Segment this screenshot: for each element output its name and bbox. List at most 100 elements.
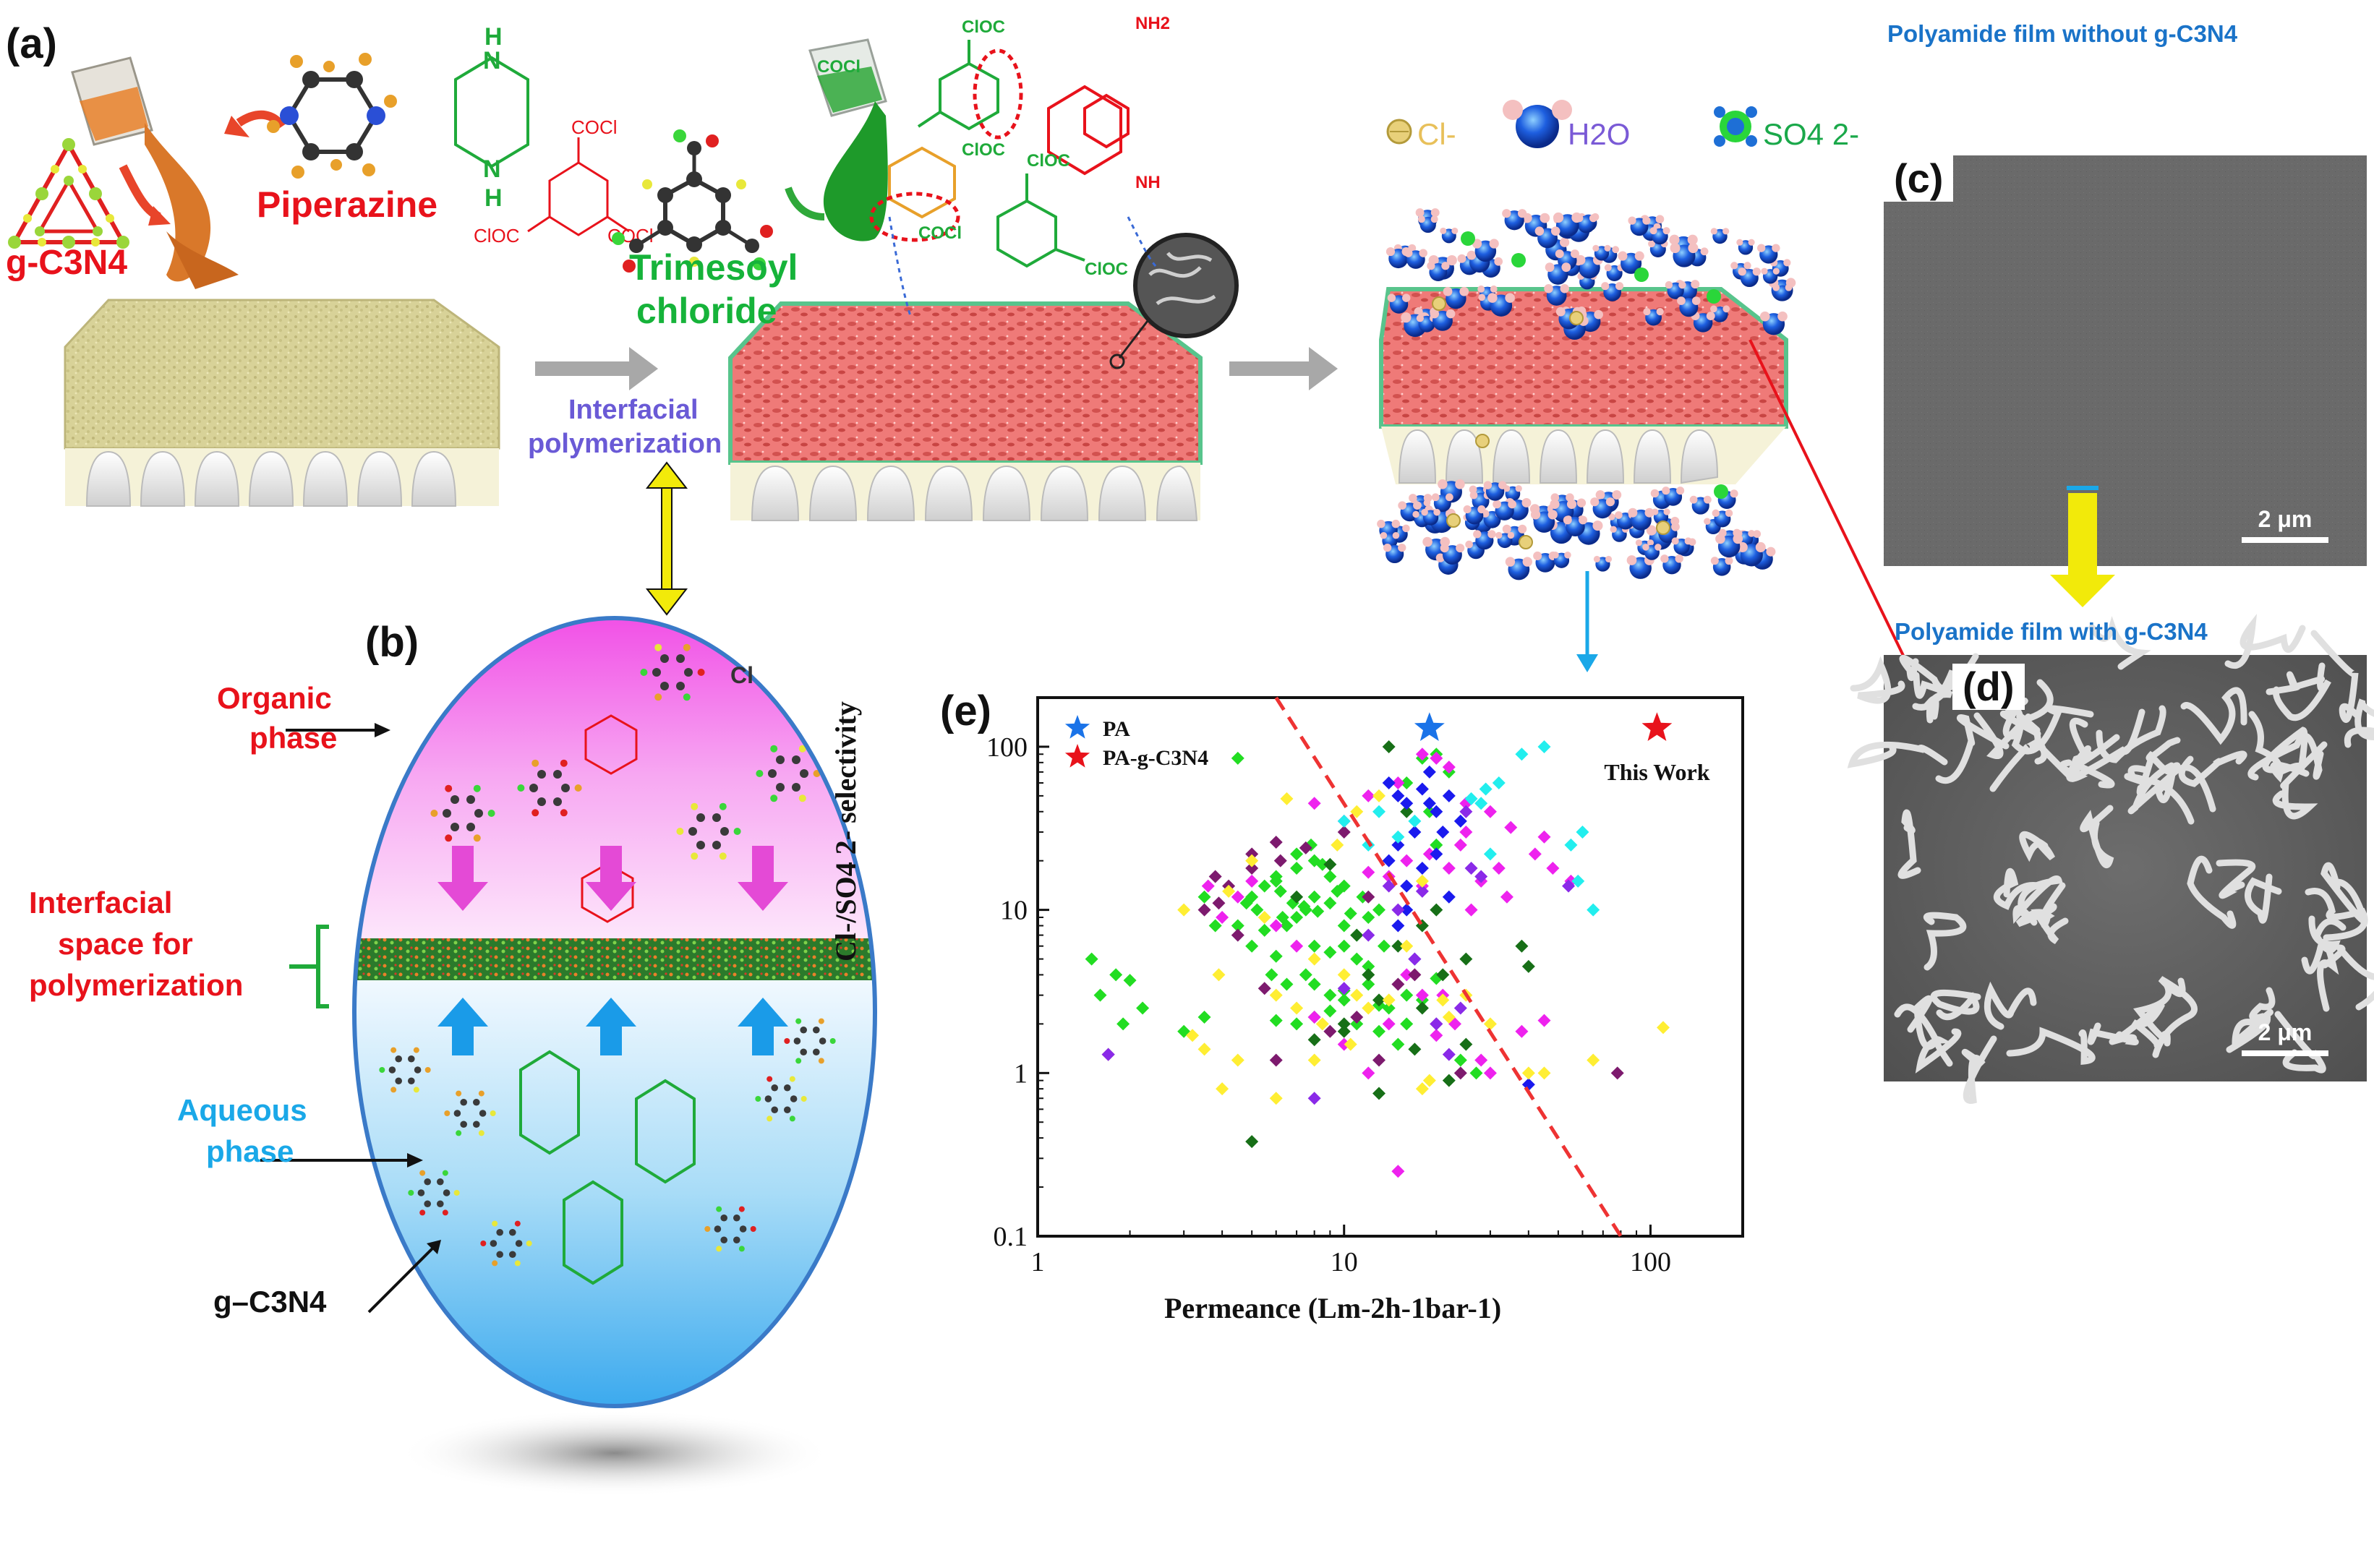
scatter-point bbox=[1391, 977, 1405, 991]
scatter-point bbox=[1216, 910, 1229, 924]
nh2-label: NH2 bbox=[1135, 14, 1170, 33]
scatter-point bbox=[1442, 1011, 1456, 1024]
reactant-molecules-icon bbox=[372, 643, 836, 1267]
scatter-point bbox=[1269, 988, 1283, 1002]
x-tick-label: 10 bbox=[1331, 1247, 1358, 1277]
scatter-point bbox=[1474, 1053, 1488, 1067]
scatter-point bbox=[1231, 919, 1244, 933]
scatter-point bbox=[1400, 805, 1414, 818]
scatter-point bbox=[1372, 1053, 1386, 1067]
scatter-point bbox=[1562, 879, 1576, 893]
double-arrow-icon bbox=[645, 461, 688, 616]
scatter-point bbox=[1382, 776, 1396, 790]
scatter-point bbox=[1483, 1066, 1497, 1080]
scatter-point bbox=[1430, 1029, 1443, 1042]
pointer-head-icon bbox=[375, 723, 390, 737]
scatter-point bbox=[1537, 830, 1551, 844]
piperazine-2d-structure: H N N H bbox=[454, 23, 529, 212]
ellipse-shadow bbox=[398, 1410, 832, 1496]
scatter-point bbox=[1337, 993, 1351, 1007]
ip-label-line2: polymerization bbox=[528, 429, 722, 459]
cocl-label: COCl bbox=[817, 57, 861, 77]
interfacial-bracket bbox=[289, 925, 329, 1008]
scatter-point bbox=[1197, 1042, 1211, 1056]
pointer-line bbox=[367, 1246, 435, 1314]
scatter-point bbox=[1307, 797, 1321, 810]
scatter-point bbox=[1587, 903, 1600, 917]
legend-cl-label: Cl- bbox=[1417, 117, 1456, 151]
scatter-point bbox=[1391, 1037, 1405, 1051]
support-substrate-block bbox=[64, 299, 500, 507]
scatter-point bbox=[1307, 1033, 1321, 1047]
scatter-point bbox=[1453, 838, 1467, 852]
sem-inset-circle bbox=[1133, 233, 1239, 338]
aqueous-label-line2: phase bbox=[206, 1134, 294, 1168]
scatter-point bbox=[1362, 865, 1375, 879]
scatter-point bbox=[1290, 910, 1304, 924]
scatter-point bbox=[1415, 988, 1429, 1002]
scatter-point bbox=[1290, 939, 1304, 953]
scatter-point bbox=[1269, 919, 1283, 933]
scatter-point bbox=[1350, 952, 1364, 966]
scatter-point bbox=[1307, 952, 1321, 966]
scatter-point bbox=[1290, 862, 1304, 875]
pointer-head-icon bbox=[407, 1153, 423, 1168]
scatter-point bbox=[1276, 910, 1289, 924]
x-tick-label: 1 bbox=[1031, 1247, 1045, 1277]
legend-h2o-label: H2O bbox=[1568, 117, 1630, 151]
scalebar-line bbox=[2242, 537, 2328, 543]
scatter-point bbox=[1382, 879, 1396, 893]
scatter-point bbox=[1442, 789, 1456, 802]
scatter-point bbox=[1258, 910, 1271, 924]
y-tick-label: 10 bbox=[1000, 896, 1028, 926]
gc3n4-label-a: g-C3N4 bbox=[6, 244, 128, 282]
scatter-point bbox=[1400, 776, 1414, 790]
scatter-point bbox=[1323, 1024, 1337, 1038]
scatter-point bbox=[1337, 814, 1351, 828]
panel-c-sem-image bbox=[1884, 155, 2367, 566]
scatter-point bbox=[1239, 896, 1253, 910]
cocl-label: COCl bbox=[918, 223, 962, 243]
scatter-point bbox=[1408, 968, 1422, 982]
scatter-point bbox=[1299, 968, 1312, 982]
scatter-point bbox=[1093, 988, 1107, 1002]
down-arrow-c-to-d-icon bbox=[2050, 486, 2115, 607]
scatter-point bbox=[1408, 952, 1422, 966]
scatter-point bbox=[1483, 847, 1497, 861]
scatter-point bbox=[1430, 903, 1443, 917]
scatter-point bbox=[1136, 1001, 1150, 1015]
scatter-point bbox=[1201, 879, 1215, 893]
scatter-point bbox=[1362, 1066, 1375, 1080]
nh-label: NH bbox=[1135, 173, 1161, 192]
gc3n4-network-icon bbox=[8, 138, 129, 249]
scatter-point bbox=[1280, 792, 1294, 805]
scatter-point bbox=[1430, 1017, 1443, 1031]
legend-label: PA bbox=[1103, 717, 1130, 741]
scatter-point bbox=[1391, 1165, 1405, 1178]
interfacial-label-line1: Interfacial bbox=[29, 886, 173, 920]
scatter-point bbox=[1269, 1014, 1283, 1027]
chart-ylabel: Cl-/SO4 2- selectivity bbox=[829, 701, 862, 961]
scatter-point bbox=[1382, 993, 1396, 1007]
scatter-point bbox=[1400, 854, 1414, 867]
scatter-point bbox=[1459, 952, 1473, 966]
scatter-point bbox=[1186, 1029, 1200, 1042]
y-tick-label: 100 bbox=[986, 732, 1028, 763]
scatter-point bbox=[1504, 821, 1518, 834]
scatter-point bbox=[1469, 1066, 1483, 1080]
scatter-point bbox=[1337, 1017, 1351, 1031]
scatter-point bbox=[1307, 1011, 1321, 1024]
panel-e-letter: (e) bbox=[940, 687, 991, 734]
scatter-point bbox=[1442, 862, 1456, 875]
legend-so4-label: SO4 2- bbox=[1763, 117, 1859, 151]
scatter-point bbox=[1269, 1092, 1283, 1105]
scatter-point bbox=[1610, 1066, 1624, 1080]
pointer-head-icon bbox=[427, 1240, 441, 1254]
reaction-structure-labels: COCl ClOC ClOC COCl NH2 NH ClOC ClOC bbox=[817, 14, 1170, 279]
scatter-point bbox=[1323, 857, 1337, 871]
scatter-point bbox=[1337, 982, 1351, 995]
legend-star-icon bbox=[1064, 715, 1090, 739]
scatter-point bbox=[1297, 899, 1311, 913]
scatter-point bbox=[1290, 847, 1304, 861]
